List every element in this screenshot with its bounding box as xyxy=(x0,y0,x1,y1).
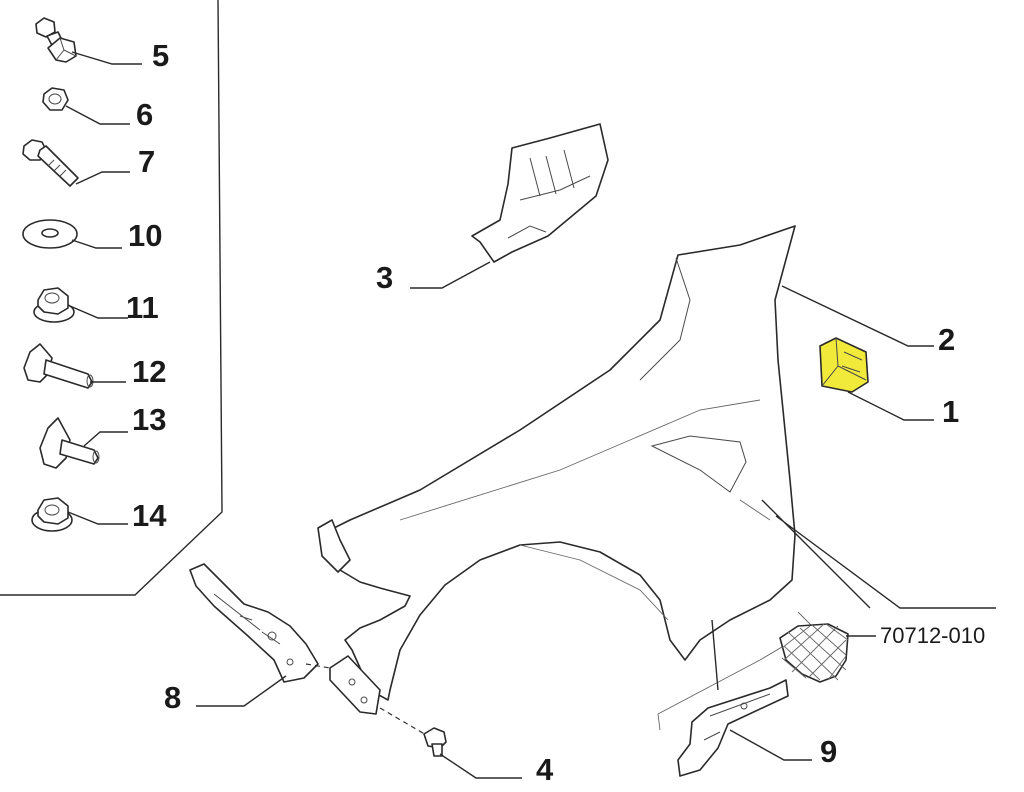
leader-9 xyxy=(729,729,812,761)
label-11: 11 xyxy=(126,290,159,325)
fastener-panel-frame xyxy=(0,0,223,596)
leader-14 xyxy=(67,511,128,525)
leader-4 xyxy=(439,753,522,779)
leader-10 xyxy=(71,239,122,249)
label-3: 3 xyxy=(376,260,393,295)
nut-part xyxy=(42,87,69,111)
leader-13 xyxy=(83,431,128,447)
label-8: 8 xyxy=(164,680,181,715)
lower-bracket-part xyxy=(677,679,789,777)
leader-6 xyxy=(65,105,130,125)
highlighted-bracket-fill xyxy=(819,337,869,393)
large-pin-part xyxy=(23,343,94,389)
dashed-fastener-path xyxy=(305,663,429,737)
label-13: 13 xyxy=(132,402,166,437)
highlighted-bracket-part xyxy=(819,337,869,393)
leader-8 xyxy=(196,675,287,707)
label-12: 12 xyxy=(132,354,166,389)
leader-2 xyxy=(781,285,934,347)
label-1: 1 xyxy=(942,394,959,429)
mesh-grille-part xyxy=(779,623,849,683)
part-code-label: 70712-010 xyxy=(880,623,985,648)
leader-7 xyxy=(75,171,130,185)
lower-bracket-guideline xyxy=(657,611,815,731)
flange-nut-part xyxy=(33,287,75,323)
hex-flange-nut-part xyxy=(31,497,73,532)
long-bolt-part xyxy=(22,139,79,187)
mounting-plate-part xyxy=(329,655,381,715)
reference-leader xyxy=(711,499,996,691)
leader-3 xyxy=(410,261,491,289)
leader-11 xyxy=(69,305,128,319)
front-fender-part xyxy=(317,225,796,701)
inner-shield-part xyxy=(471,123,609,263)
large-pin-part-2 xyxy=(39,417,100,469)
label-6: 6 xyxy=(136,97,153,132)
clip-part xyxy=(423,727,447,757)
label-10: 10 xyxy=(128,218,162,253)
front-bracket-part xyxy=(189,563,319,683)
label-4: 4 xyxy=(536,752,554,787)
washer-part xyxy=(22,219,78,249)
label-9: 9 xyxy=(820,734,837,769)
label-2: 2 xyxy=(938,322,955,357)
hex-bolt-part xyxy=(35,17,77,63)
leader-5 xyxy=(71,51,142,65)
label-5: 5 xyxy=(152,38,169,73)
label-14: 14 xyxy=(132,498,167,533)
leader-1 xyxy=(847,391,934,421)
label-7: 7 xyxy=(138,144,155,179)
